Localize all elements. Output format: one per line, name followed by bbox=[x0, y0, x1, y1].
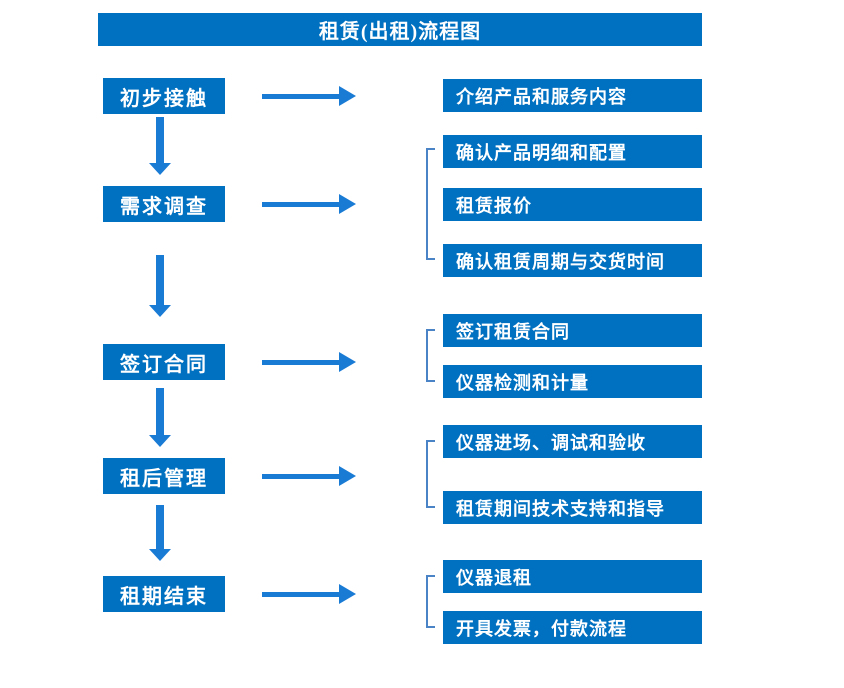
detail-box-2-2: 租赁报价 bbox=[443, 188, 702, 221]
arrow-head bbox=[149, 163, 171, 175]
stage-box-sign-contract: 签订合同 bbox=[103, 344, 225, 380]
arrow-stem bbox=[262, 202, 340, 207]
detail-box-3-1: 签订租赁合同 bbox=[443, 314, 702, 347]
stage-box-rental-end: 租期结束 bbox=[103, 576, 225, 612]
group-bracket-2 bbox=[426, 148, 435, 260]
right-arrow-3 bbox=[262, 352, 356, 372]
right-arrow-5 bbox=[262, 584, 356, 604]
right-arrow-2 bbox=[262, 194, 356, 214]
arrow-head bbox=[339, 466, 356, 486]
detail-box-5-2: 开具发票，付款流程 bbox=[443, 611, 702, 644]
arrow-head bbox=[149, 549, 171, 561]
detail-box-5-1: 仪器退租 bbox=[443, 560, 702, 593]
detail-box-4-1: 仪器进场、调试和验收 bbox=[443, 425, 702, 458]
arrow-head bbox=[339, 584, 356, 604]
stage-box-initial-contact: 初步接触 bbox=[103, 78, 225, 114]
arrow-head bbox=[339, 86, 356, 106]
arrow-head bbox=[149, 435, 171, 447]
arrow-stem bbox=[262, 94, 340, 99]
arrow-head bbox=[339, 194, 356, 214]
detail-box-2-1: 确认产品明细和配置 bbox=[443, 135, 702, 168]
title-bar: 租赁(出租)流程图 bbox=[98, 13, 702, 46]
stage-box-demand-survey: 需求调查 bbox=[103, 186, 225, 222]
arrow-stem bbox=[262, 360, 340, 365]
group-bracket-5 bbox=[426, 575, 435, 628]
arrow-stem bbox=[156, 505, 164, 549]
arrow-head bbox=[339, 352, 356, 372]
arrow-head bbox=[149, 305, 171, 317]
group-bracket-4 bbox=[426, 440, 435, 508]
arrow-stem bbox=[156, 388, 164, 435]
arrow-stem bbox=[156, 117, 164, 163]
detail-box-2-3: 确认租赁周期与交货时间 bbox=[443, 244, 702, 277]
right-arrow-1 bbox=[262, 86, 356, 106]
page-title: 租赁(出租)流程图 bbox=[318, 21, 482, 43]
group-bracket-3 bbox=[426, 329, 435, 382]
detail-box-3-2: 仪器检测和计量 bbox=[443, 365, 702, 398]
right-arrow-4 bbox=[262, 466, 356, 486]
detail-box-1-1: 介绍产品和服务内容 bbox=[443, 79, 702, 112]
detail-box-4-2: 租赁期间技术支持和指导 bbox=[443, 491, 702, 524]
arrow-stem bbox=[262, 474, 340, 479]
arrow-stem bbox=[156, 255, 164, 305]
arrow-stem bbox=[262, 592, 340, 597]
stage-box-post-rental-management: 租后管理 bbox=[103, 458, 225, 494]
